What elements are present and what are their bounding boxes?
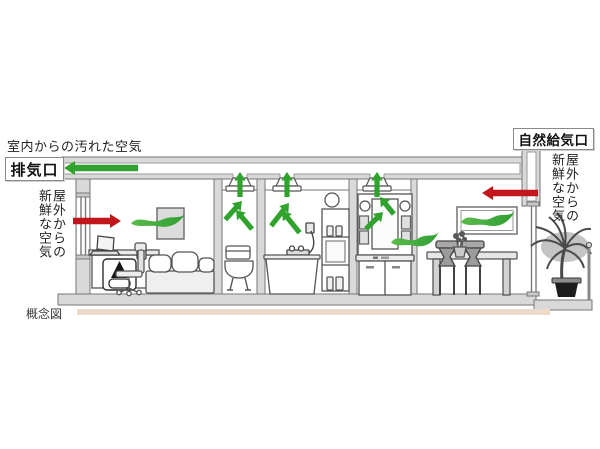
dirty-air-label: 室内からの汚れた空気 (7, 139, 143, 154)
fan-arrow (234, 172, 246, 197)
palm-plant (530, 212, 592, 297)
exhaust-port-label: 排気口 (5, 157, 64, 181)
bathtub (263, 254, 321, 295)
floor-accent-line (77, 309, 550, 315)
bottle (335, 225, 343, 237)
office-chair (115, 242, 147, 297)
dining-chair (461, 240, 485, 295)
flow-arrows (64, 161, 538, 235)
plant-pot-rim (551, 277, 582, 284)
fan-arrow (281, 172, 293, 197)
laptop (88, 235, 122, 256)
fresh-air-label-right: 屋外からの新鮮な空気 (550, 153, 579, 223)
ceiling-exhaust-duct (62, 162, 521, 180)
wall-toilet-bath (256, 178, 266, 295)
living-bedroom (88, 207, 215, 297)
supply-port-label: 自然給気口 (513, 128, 594, 150)
vanity-lower-cabinet (358, 260, 412, 296)
bottle (326, 225, 334, 237)
caption-label: 概念図 (26, 307, 63, 321)
wall-living-toilet (213, 178, 223, 295)
airflow-arrow (236, 210, 255, 231)
toilet (224, 245, 254, 291)
supply-air-arrow-right (482, 186, 538, 200)
airflow-arrow (223, 201, 242, 222)
dining-chair (435, 240, 459, 295)
bottle (335, 276, 344, 291)
fan-arrow (371, 172, 383, 197)
wall-bath-vanity (348, 178, 358, 295)
fan-up-arrows (234, 172, 383, 197)
supply-air-arrow-left (73, 214, 121, 228)
bed (145, 251, 215, 294)
airflow-arrow (364, 212, 383, 231)
picture-frame-right (456, 206, 518, 235)
left-window (75, 192, 91, 260)
bottle (326, 276, 334, 291)
shower-set (286, 222, 315, 256)
table-flowers (453, 231, 467, 258)
bathroom (263, 192, 350, 295)
balcony-door (526, 201, 540, 297)
airflow-arrow (282, 211, 302, 235)
supply-air-duct (526, 151, 537, 202)
bath-fan-light (324, 192, 340, 208)
table-leg (432, 258, 441, 296)
vanity-light (359, 200, 371, 212)
room-airflow-arrows (223, 197, 396, 235)
plant-pot (555, 283, 578, 297)
exhaust-fans (225, 177, 392, 192)
toilet-room (224, 245, 254, 291)
balcony-floor (533, 299, 593, 311)
vanity-light (399, 200, 411, 212)
window-glass (80, 197, 87, 255)
balcony-railing (585, 241, 593, 300)
table-leg (502, 258, 511, 296)
bath-shelf (321, 208, 350, 292)
airflow-arrow (269, 203, 289, 228)
balcony (530, 212, 593, 300)
door-glass (530, 206, 537, 292)
dining-room (426, 206, 518, 296)
airflow-arrow (380, 197, 396, 216)
fresh-air-label-left: 屋外からの新鮮な空気 (37, 189, 66, 259)
exhaust-airflow-arrow (64, 161, 138, 175)
